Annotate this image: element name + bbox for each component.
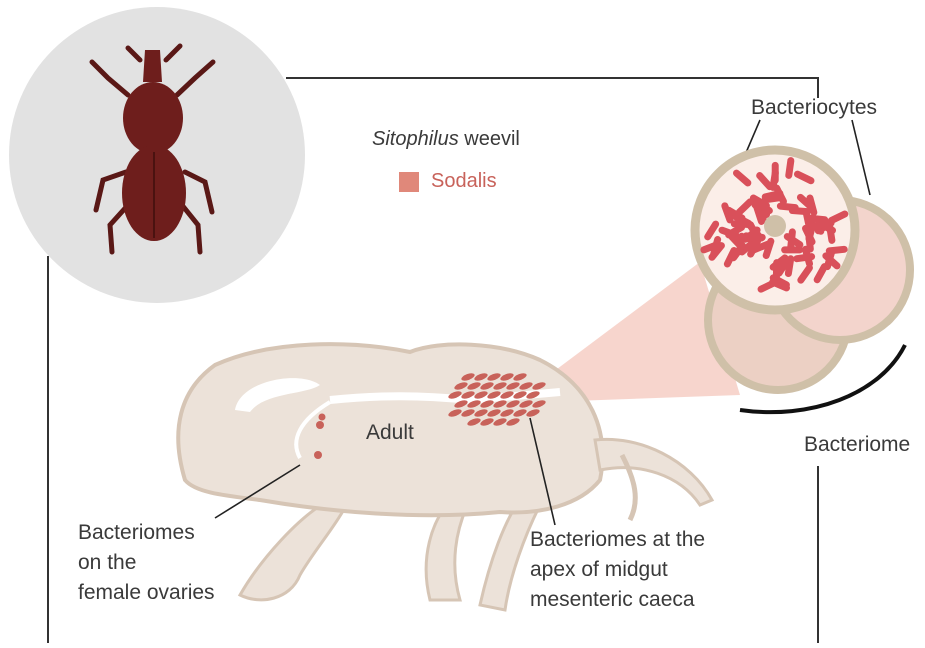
species-title: Sitophilus weevil [372, 128, 520, 151]
label-midgut-line-3: mesenteric caeca [530, 585, 705, 615]
ovary-bacteriome-2 [316, 421, 324, 429]
frame-top-line [286, 78, 818, 98]
ovary-bacteriome-1 [314, 451, 322, 459]
bacterium-rod [731, 220, 753, 228]
beetle-thorax [123, 82, 183, 154]
label-midgut-line-1: Bacteriomes at the [530, 525, 705, 555]
legend-label: Sodalis [431, 170, 497, 193]
legend-item-sodalis: Sodalis [399, 170, 497, 193]
label-ovaries-line-3: female ovaries [78, 578, 215, 608]
label-adult: Adult [366, 418, 414, 448]
beetle-rostrum [143, 50, 162, 82]
ovary-bacteriome-3 [319, 414, 326, 421]
weevil-photo [9, 7, 305, 303]
label-bacteriocytes: Bacteriocytes [751, 93, 877, 123]
weevil-rostrum [595, 439, 712, 505]
bacteriocyte-nucleus [764, 215, 786, 237]
bacterium-rod [772, 162, 779, 184]
legend-swatch [399, 172, 419, 192]
species-suffix: weevil [464, 128, 520, 150]
label-midgut-line-2: apex of midgut [530, 555, 705, 585]
label-ovaries-line-1: Bacteriomes [78, 518, 215, 548]
label-ovaries-line-2: on the [78, 548, 215, 578]
label-bacteriome: Bacteriome [804, 430, 910, 460]
bacteriome-inset [695, 150, 910, 412]
bacteriocyte-leader-2 [852, 120, 870, 195]
species-name: Sitophilus [372, 128, 459, 150]
label-midgut: Bacteriomes at the apex of midgut mesent… [530, 525, 705, 615]
label-ovaries: Bacteriomes on the female ovaries [78, 518, 215, 608]
